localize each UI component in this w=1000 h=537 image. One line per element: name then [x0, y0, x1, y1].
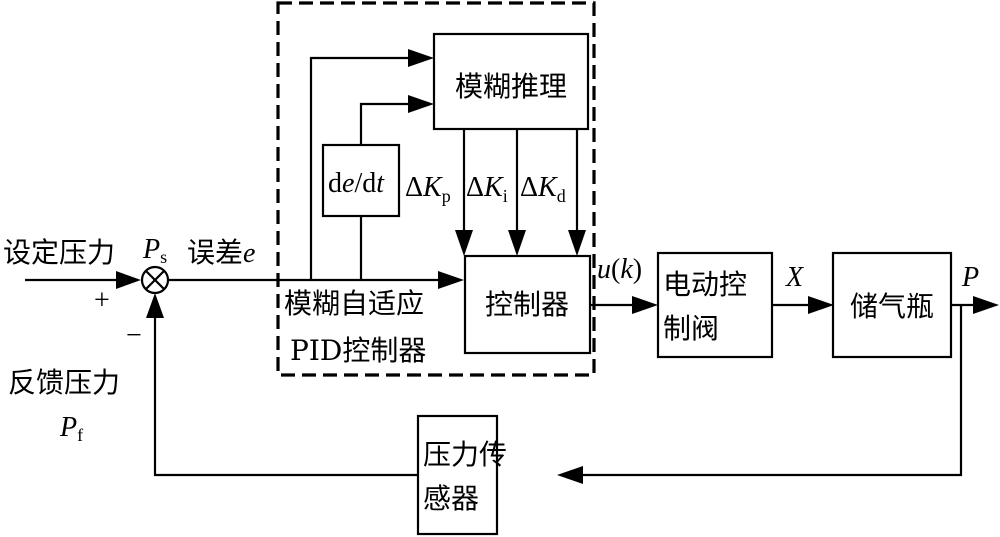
derivative-to-fuzzy-arrowhead: [408, 95, 434, 113]
feedback-label: 反馈压力: [8, 366, 120, 399]
setpoint-symbol: Ps: [142, 234, 167, 267]
sensor-label-line2: 感器: [423, 482, 479, 515]
feedback-left-line: [153, 307, 418, 477]
controller-block: [463, 254, 592, 355]
feedback-right-line: [570, 305, 963, 477]
setpoint-arrowhead: [116, 271, 141, 289]
p-output-arrowhead: [973, 296, 999, 314]
u-arrowhead: [632, 296, 658, 314]
controller-label: 控制器: [485, 288, 569, 321]
derivative-to-fuzzy-line: [359, 102, 420, 145]
gain-kp-label: ΔKp: [405, 172, 451, 206]
valve-block: [656, 251, 774, 359]
error-label: 误差e: [187, 236, 255, 269]
sensor-input-arrowhead: [557, 466, 583, 484]
p-output-label: P: [961, 262, 979, 293]
feedback-symbol: Pf: [59, 412, 83, 445]
sensor-label-line1: 压力传: [423, 438, 507, 471]
pressure-sensor-block: [416, 414, 499, 536]
valve-label-line2: 制阀: [663, 312, 719, 345]
minus-sign: −: [126, 320, 142, 351]
u-label: u(k): [597, 254, 642, 285]
fuzzy-pid-group-label-line2: PID控制器: [290, 334, 426, 367]
plus-sign: +: [94, 285, 110, 316]
fuzzy-pid-group-border: [276, 1, 596, 377]
fuzzy-inference-label: 模糊推理: [455, 70, 567, 103]
gain-ki-arrowhead: [508, 230, 526, 256]
gain-kd-label: ΔKd: [520, 172, 566, 206]
summing-junction: [140, 265, 170, 295]
derivative-label: de/dt: [328, 168, 385, 199]
tank-label: 储气瓶: [850, 290, 934, 323]
feedback-arrowhead: [146, 293, 164, 318]
gain-kd-arrowhead: [568, 230, 586, 256]
e-to-fuzzy-arrowhead: [408, 49, 434, 67]
fuzzy-inference-block: [432, 32, 590, 131]
setpoint-label: 设定压力: [3, 236, 115, 269]
e-to-fuzzy-line: [309, 56, 420, 280]
x-arrowhead: [808, 296, 834, 314]
gain-ki-label: ΔKi: [466, 172, 508, 206]
x-label: X: [785, 262, 804, 293]
gain-kp-arrowhead: [455, 230, 473, 256]
valve-label-line1: 电动控: [663, 268, 747, 301]
error-arrowhead: [438, 271, 464, 289]
fuzzy-pid-group-label-line1: 模糊自适应: [284, 287, 424, 320]
tank-block: [831, 251, 953, 359]
